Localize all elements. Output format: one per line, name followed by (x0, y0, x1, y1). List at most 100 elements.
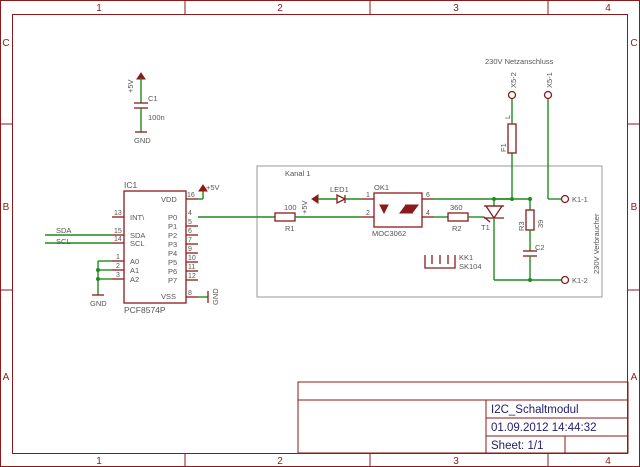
ic1-num-int: 13 (114, 210, 122, 217)
ic1-part-label: PCF8574P (124, 305, 166, 315)
k1-1-label: K1-1 (572, 195, 588, 204)
f1-name-label: F1 (499, 143, 508, 152)
heatsink-kk1: KK1 SK104 (424, 253, 482, 271)
ic1-num-p6: 11 (188, 264, 195, 271)
kk1-name-label: KK1 (459, 253, 473, 262)
zone-row-c-right: C (630, 38, 637, 49)
c2-name-label: C2 (535, 243, 545, 252)
ic1-pin-a0: A0 (130, 257, 139, 266)
ic1-pin-scl: SCL (130, 239, 145, 248)
c1-value-label: 100n (148, 113, 165, 122)
load-connector-k1: K1-1 K1-2 230V Verbraucher (560, 194, 601, 285)
ic1-pin-a1: A1 (130, 266, 139, 275)
zone-row-c-left: C (2, 38, 9, 49)
ic1-ground: GND (198, 288, 220, 305)
ic1-num-p7: 12 (188, 273, 196, 280)
kk1-part-label: SK104 (459, 262, 482, 271)
ok1-name-label: OK1 (374, 183, 389, 192)
channel-module-box: Kanal 1 (256, 165, 603, 298)
ic1-pin-vdd: VDD (161, 195, 177, 204)
ic1-num-p5: 10 (188, 255, 196, 262)
line-l-label: L (503, 115, 512, 119)
ic1-pin-p7: P7 (168, 276, 177, 285)
optocoupler-ok1: OK1 MOC3062 1 2 6 4 (362, 183, 434, 238)
c1-gnd-label: GND (134, 136, 151, 145)
ic1-num-a0: 1 (116, 254, 120, 261)
ic1-num-scl: 14 (114, 236, 122, 243)
fuse-f1: F1 L (494, 99, 532, 201)
ic1-pin-vss: VSS (161, 292, 176, 301)
address-ground: GND (90, 260, 112, 308)
led1-name-label: LED1 (330, 185, 349, 194)
zone-labels: 1 2 3 4 1 2 3 4 C B A C B A (2, 3, 637, 467)
x5-2-label: X5-2 (509, 72, 518, 88)
capacitor-c1: +5V C1 100n GND (126, 72, 165, 145)
ic1-supply: +5V (198, 183, 220, 200)
ic1-gnd-label: GND (211, 288, 220, 305)
scl-net-label: SCL (56, 237, 71, 246)
zone-col-1-top: 1 (96, 3, 102, 14)
led-led1: +5V LED1 (300, 185, 362, 214)
ic1-num-a1: 2 (116, 263, 120, 270)
ic1-pin-int: INT\ (130, 213, 145, 222)
ic1-pin-p2: P2 (168, 231, 177, 240)
i2c-bus: SDA SCL (45, 226, 112, 246)
resistor-r2: 360 R2 (447, 203, 469, 233)
ok1-pin-6: 6 (426, 192, 430, 199)
resistor-r1: 100 R1 (274, 203, 297, 233)
r2-name-label: R2 (452, 224, 462, 233)
ic1-pin-p4: P4 (168, 249, 177, 258)
ic1-num-p0: 4 (188, 210, 192, 217)
ic1-supply-label: +5V (206, 183, 220, 192)
x5-1-label: X5-1 (545, 72, 554, 88)
ic1-pin-p0: P0 (168, 213, 177, 222)
ok1-pin-2: 2 (366, 210, 370, 217)
zone-col-1-bottom: 1 (96, 456, 102, 467)
address-gnd-label: GND (90, 299, 107, 308)
ic1-pin-p6: P6 (168, 267, 177, 276)
ic1-pin-p1: P1 (168, 222, 177, 231)
ic-pcf8574p: IC1 PCF8574P VDD INT\ SDA SCL A0 A1 A2 V… (112, 180, 198, 315)
r1-value-label: 100 (284, 203, 297, 212)
mains-label: 230V Netzanschluss (485, 57, 554, 66)
title-block: I2C_Schaltmodul 01.09.2012 14:44:32 Shee… (297, 381, 629, 454)
zone-row-b-right: B (631, 202, 638, 213)
module-label: Kanal 1 (285, 169, 310, 178)
ok1-pin-4: 4 (426, 210, 430, 217)
title-name: I2C_Schaltmodul (491, 404, 579, 416)
load-label: 230V Verbraucher (592, 213, 601, 274)
mains-connector-x5: X5-2 X5-1 230V Netzanschluss (485, 57, 561, 200)
ic1-pin-a2: A2 (130, 275, 139, 284)
zone-col-2-bottom: 2 (277, 456, 283, 467)
k1-2-label: K1-2 (572, 276, 588, 285)
title-datetime: 01.09.2012 14:44:32 (491, 422, 597, 434)
r2-value-label: 360 (450, 203, 463, 212)
led1-supply-label: +5V (300, 200, 309, 214)
ic1-num-p2: 6 (188, 228, 192, 235)
zone-col-3-bottom: 3 (453, 456, 459, 467)
ic1-num-sda: 15 (114, 228, 122, 235)
r1-name-label: R1 (285, 224, 295, 233)
triac-t1: T1 (481, 197, 504, 280)
sda-net-label: SDA (56, 226, 71, 235)
zone-row-b-left: B (3, 202, 10, 213)
ic1-num-a2: 3 (116, 272, 120, 279)
capacitor-c2: C2 (523, 243, 545, 280)
t1-name-label: T1 (481, 223, 490, 232)
title-sheet: Sheet: 1/1 (491, 440, 543, 452)
ic1-num-p3: 7 (188, 237, 192, 244)
ic1-pin-p3: P3 (168, 240, 177, 249)
ok1-part-label: MOC3062 (372, 229, 406, 238)
zone-col-3-top: 3 (453, 3, 459, 14)
ic1-num-vss: 8 (188, 290, 192, 297)
zone-col-4-bottom: 4 (605, 456, 611, 467)
r3-value-label: 39 (536, 220, 545, 228)
zone-col-4-top: 4 (605, 3, 611, 14)
ic1-num-p4: 9 (188, 246, 192, 253)
ic1-pin-sda: SDA (130, 231, 145, 240)
ic1-pin-p5: P5 (168, 258, 177, 267)
zone-row-a-right: A (631, 372, 638, 383)
ic1-name-label: IC1 (124, 180, 138, 190)
